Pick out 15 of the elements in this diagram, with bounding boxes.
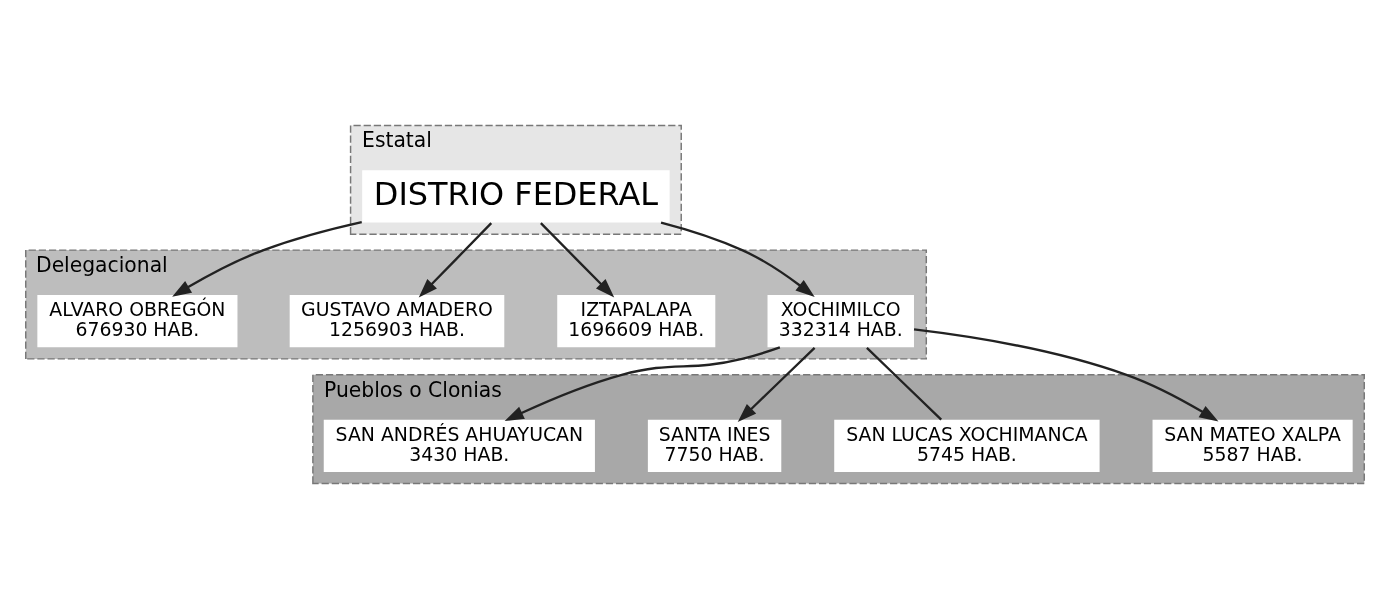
node-box: DISTRIO FEDERAL bbox=[362, 169, 670, 223]
node-box: GUSTAVO AMADERO 1256903 HAB. bbox=[289, 294, 505, 347]
node-box: IZTAPALAPA 1696609 HAB. bbox=[557, 294, 716, 347]
node-box: SAN ANDRÉS AHUAYUCAN 3430 HAB. bbox=[323, 419, 595, 472]
node-box: XOCHIMILCO 332314 HAB. bbox=[767, 294, 914, 347]
node-box: SAN LUCAS XOCHIMANCA 5745 HAB. bbox=[834, 419, 1100, 472]
connector bbox=[866, 346, 943, 420]
arrow bbox=[913, 327, 1219, 422]
arrow bbox=[737, 346, 816, 422]
arrow bbox=[504, 345, 781, 421]
arrow bbox=[660, 221, 815, 297]
node-box: SAN MATEO XALPA 5587 HAB. bbox=[1152, 419, 1353, 472]
node-box: SANTA INES 7750 HAB. bbox=[647, 419, 782, 472]
arrow bbox=[172, 220, 362, 297]
node-box: ALVARO OBREGÓN 676930 HAB. bbox=[37, 294, 238, 347]
